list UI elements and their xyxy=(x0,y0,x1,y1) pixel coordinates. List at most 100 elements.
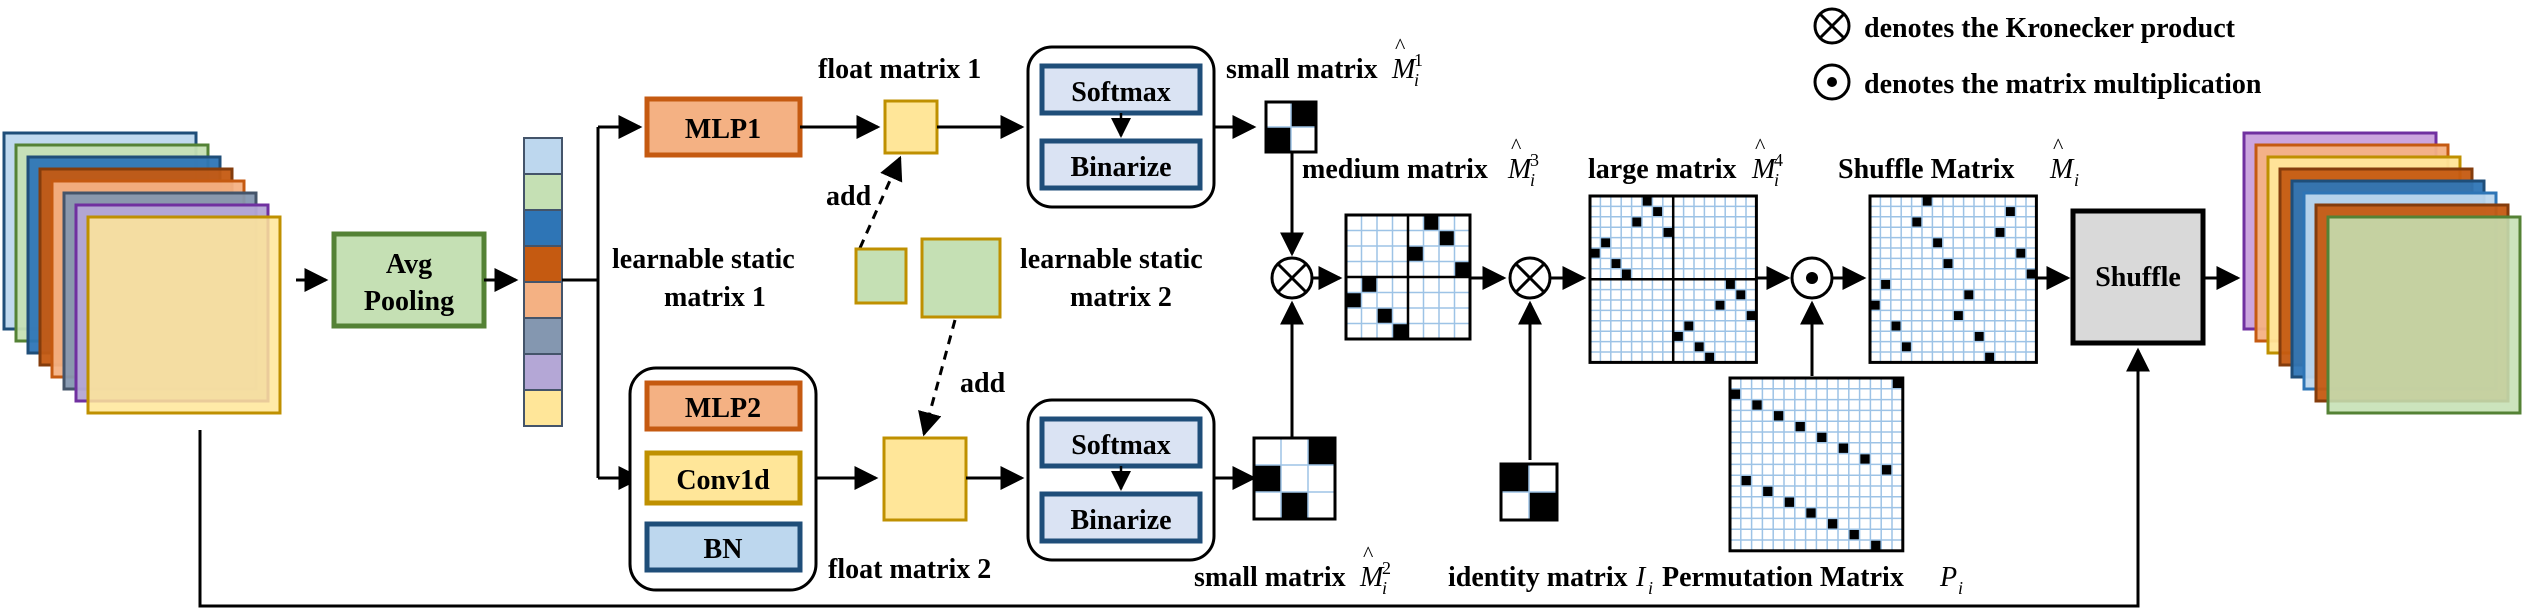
legend-kronecker: denotes the Kronecker product xyxy=(1813,7,2236,45)
small-matrix-1 xyxy=(1264,100,1318,154)
matrix-cell xyxy=(1870,540,1882,551)
mlp1-label: MLP1 xyxy=(685,114,761,145)
matrix-cell xyxy=(1880,279,1891,290)
matrix-cell xyxy=(1911,216,1922,228)
legend-matmul: denotes the matrix multiplication xyxy=(1813,63,2262,101)
svg-text:i: i xyxy=(1530,170,1535,190)
matrix-cell xyxy=(1423,215,1439,231)
output-feature-stack xyxy=(2242,131,2522,415)
matrix-cell xyxy=(1784,496,1795,508)
binarize-bottom-block: Binarize xyxy=(1039,491,1203,544)
output-feature-map xyxy=(2326,215,2522,415)
matrix-cell xyxy=(2015,248,2026,259)
vector-cell xyxy=(523,353,563,391)
matrix-cell xyxy=(1984,352,1995,363)
svg-text:i: i xyxy=(1382,578,1387,598)
matrix-cell xyxy=(1725,279,1736,290)
float-matrix-1-label: float matrix 1 xyxy=(818,54,981,85)
binarize-top-block: Binarize xyxy=(1039,138,1203,191)
svg-text:P: P xyxy=(1939,562,1957,593)
svg-text:small matrix: small matrix xyxy=(1226,54,1378,85)
svg-text:large matrix: large matrix xyxy=(1588,154,1737,185)
mlp2-label: MLP2 xyxy=(685,393,761,424)
float-matrix-1 xyxy=(883,99,939,155)
matrix-cell xyxy=(1291,102,1316,127)
svg-text:^: ^ xyxy=(1511,133,1522,158)
svg-text:i: i xyxy=(1414,70,1419,90)
static2-label-1: learnable static xyxy=(1020,244,1203,275)
kronecker-op-2 xyxy=(1508,256,1552,300)
medium-matrix xyxy=(1344,213,1472,341)
kronecker-op-1 xyxy=(1270,256,1314,300)
small-matrix-2 xyxy=(1252,436,1337,521)
large-matrix-label: large matrix M ^ 4 i xyxy=(1588,133,1783,190)
matrix-cell xyxy=(1794,421,1806,432)
add-bottom-label: add xyxy=(960,368,1006,399)
matrix-cell xyxy=(1816,432,1828,443)
matrix-cell xyxy=(1892,378,1903,389)
svg-text:^: ^ xyxy=(1755,133,1766,158)
svg-text:3: 3 xyxy=(1530,150,1539,170)
matrix-cell xyxy=(1308,438,1335,465)
legend-matmul-text: denotes the matrix multiplication xyxy=(1864,69,2262,100)
matrix-cell xyxy=(1642,196,1653,207)
matrix-cell xyxy=(1963,289,1974,300)
matrix-cell xyxy=(1590,248,1601,259)
svg-text:medium matrix: medium matrix xyxy=(1302,154,1488,185)
input-feature-map xyxy=(86,215,282,415)
matrix-cell xyxy=(2005,206,2016,217)
softmax-bottom-block: Softmax xyxy=(1039,416,1203,469)
static1-label-2: matrix 1 xyxy=(664,282,766,313)
matrix-cell xyxy=(1683,320,1694,332)
svg-text:i: i xyxy=(1774,170,1779,190)
matrix-cell xyxy=(1346,292,1362,308)
matrix-cell xyxy=(1266,127,1291,152)
small-matrix-2-label: small matrix M ^ 2 i xyxy=(1194,541,1391,598)
permutation-matrix xyxy=(1728,376,1905,553)
shuffle-matrix xyxy=(1868,194,2038,364)
softmax-bottom-label: Softmax xyxy=(1071,430,1171,461)
skip-connection xyxy=(198,347,2150,608)
matrix-cell xyxy=(1694,341,1705,352)
matrix-cell xyxy=(1922,196,1933,207)
matrix-cell xyxy=(1838,442,1849,454)
binarize-bottom-label: Binarize xyxy=(1070,505,1171,536)
matrix-cell xyxy=(1610,258,1622,269)
learnable-static-matrix-2 xyxy=(920,237,1002,319)
softmax-top-label: Softmax xyxy=(1071,77,1171,108)
matrix-cell xyxy=(1740,475,1752,486)
matrix-cell xyxy=(1281,492,1308,519)
matrix-cell xyxy=(1392,323,1408,339)
matrix-cell xyxy=(1704,352,1715,363)
identity-matrix-label: identity matrix I i xyxy=(1448,562,1653,598)
learnable-static-matrix-1 xyxy=(854,247,908,305)
matrix-cell xyxy=(1848,529,1860,540)
matrix-cell xyxy=(1901,341,1912,352)
svg-text:^: ^ xyxy=(2053,133,2064,158)
matrix-cell xyxy=(1730,388,1741,400)
mlp2-block: MLP2 xyxy=(644,380,803,432)
svg-text:^: ^ xyxy=(1363,541,1374,566)
legend-kronecker-text: denotes the Kronecker product xyxy=(1864,13,2236,44)
svg-text:i: i xyxy=(1958,578,1963,598)
matrix-cell xyxy=(1631,216,1642,228)
vector-cell xyxy=(523,281,563,319)
svg-text:M: M xyxy=(1507,154,1533,185)
matrix-cell xyxy=(1662,227,1674,238)
vector-cell xyxy=(523,317,563,355)
matrix-cell xyxy=(1735,289,1746,300)
avg-pooling-label-2: Pooling xyxy=(364,286,454,317)
matrix-cell xyxy=(1746,310,1757,321)
matrix-cell xyxy=(1377,308,1393,324)
permutation-matrix-label: Permutation Matrix P i xyxy=(1662,562,1963,598)
matrix-cell xyxy=(1439,230,1455,246)
channel-vector xyxy=(523,137,563,427)
avg-pooling-label-1: Avg xyxy=(386,249,432,280)
matrix-cell xyxy=(1859,453,1871,465)
matrix-cell xyxy=(1673,331,1684,342)
vector-cell xyxy=(523,389,563,427)
identity-matrix xyxy=(1499,462,1559,522)
matrix-cell xyxy=(1529,492,1557,520)
matrix-cell xyxy=(1805,507,1817,519)
svg-text:^: ^ xyxy=(1395,33,1406,58)
